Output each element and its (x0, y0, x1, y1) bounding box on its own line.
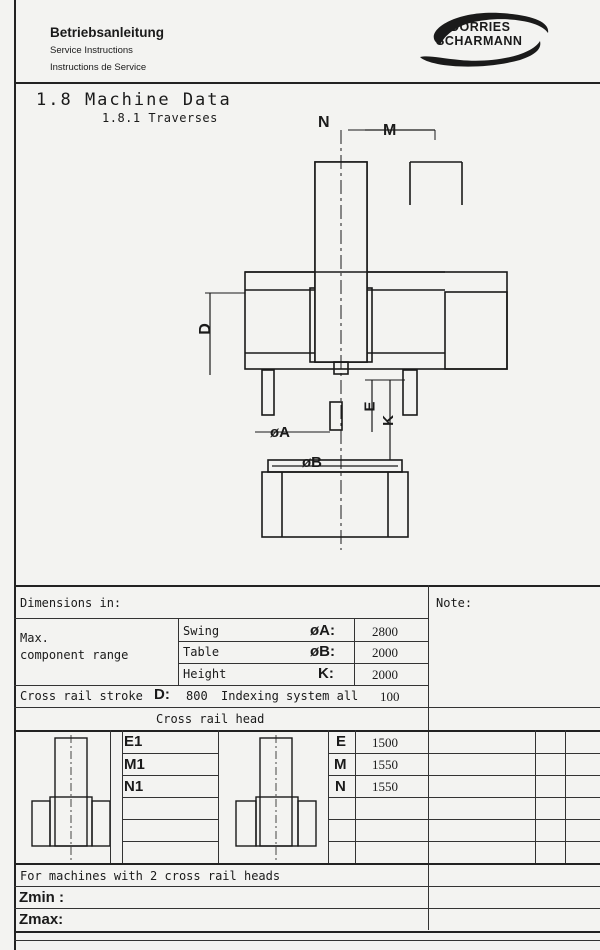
indexing-label: Indexing system all (221, 689, 359, 703)
logo-text-line2: SCHARMANN (436, 34, 523, 48)
swing-label: Swing (183, 624, 220, 638)
section-subtitle: 1.8.1 Traverses (102, 111, 218, 125)
dim-label-k: K (379, 415, 397, 426)
table-bottom-border (14, 931, 600, 933)
lp-divider-4 (122, 819, 218, 820)
height-value: 2000 (372, 667, 398, 682)
two-heads-label: For machines with 2 cross rail heads (20, 869, 281, 883)
zmin-label: Zmin : (19, 889, 64, 906)
param-m: M (334, 756, 347, 773)
height-symbol: K: (318, 665, 334, 682)
header-title-de: Betriebsanleitung (50, 25, 165, 40)
lp-divider-1 (122, 753, 218, 754)
swing-symbol: øA: (310, 622, 335, 639)
row-divider-4 (14, 685, 428, 686)
dim-label-m: M (383, 122, 397, 139)
rp-divider-2 (328, 775, 600, 776)
rp-divider-1 (328, 753, 600, 754)
head-diagram-left (20, 735, 120, 860)
row-divider-2 (178, 641, 428, 642)
swing-value: 2800 (372, 624, 398, 639)
max-range-divider (178, 618, 179, 686)
rp-divider-4 (328, 819, 600, 820)
row-divider-3 (178, 663, 428, 664)
rp-divider-5 (328, 841, 600, 842)
cross-rail-symbol: D: (154, 686, 170, 703)
section-title: 1.8 Machine Data (36, 90, 232, 110)
max-range-label-2: component range (20, 648, 129, 662)
param-n1: N1 (124, 778, 144, 795)
left-value-divider (218, 730, 219, 863)
param-n: N (335, 778, 346, 795)
row-divider-5 (14, 707, 600, 708)
logo-text-line1: DÖRRIES (450, 20, 511, 34)
table-top-border (14, 585, 600, 587)
left-param-divider-2 (122, 730, 123, 863)
param-e: E (336, 733, 347, 750)
param-e-value: 1500 (372, 735, 398, 750)
zmax-label: Zmax: (19, 911, 64, 928)
max-range-label-1: Max. (20, 631, 49, 645)
right-value-divider (355, 730, 356, 863)
cross-rail-label: Cross rail stroke (20, 689, 143, 703)
param-m-value: 1550 (372, 757, 398, 772)
dim-label-a: øA (270, 424, 290, 441)
table-symbol: øB: (310, 643, 335, 660)
header-divider (14, 82, 600, 84)
lp-divider-2 (122, 775, 218, 776)
cross-rail-value: 800 (186, 689, 208, 703)
param-m1: M1 (124, 756, 145, 773)
company-logo: DÖRRIES SCHARMANN (410, 5, 560, 70)
left-param-divider (110, 730, 111, 863)
param-n-value: 1550 (372, 779, 398, 794)
header-title-fr: Instructions de Service (50, 62, 147, 73)
row-divider-1 (14, 618, 428, 619)
dim-label-n: N (318, 114, 330, 131)
machine-diagram: N M D E K øA øB (190, 110, 530, 550)
dim-label-d: D (196, 323, 214, 335)
note-column-divider (428, 585, 429, 930)
row-divider-9 (14, 908, 600, 909)
row-divider-6 (14, 730, 600, 732)
page-left-border (14, 0, 16, 950)
row-divider-7 (14, 863, 600, 865)
row-divider-8 (14, 886, 600, 887)
symbol-divider (354, 618, 355, 686)
table-value: 2000 (372, 645, 398, 660)
lp-divider-5 (122, 841, 218, 842)
head-title: Cross rail head (156, 712, 265, 726)
right-param-divider (328, 730, 329, 863)
note-grid-divider-2 (565, 730, 566, 863)
dim-label-e: E (361, 401, 379, 412)
head-diagram-right (226, 735, 326, 860)
note-label: Note: (436, 596, 473, 610)
rp-divider-3 (328, 797, 600, 798)
note-grid-divider (535, 730, 536, 863)
header-title-en: Service Instructions (50, 45, 133, 56)
param-e1: E1 (124, 733, 143, 750)
lp-divider-3 (122, 797, 218, 798)
dim-label-b: øB (302, 454, 322, 471)
height-label: Height (183, 667, 227, 681)
page-bottom-line (14, 940, 600, 941)
dimensions-label: Dimensions in: (20, 596, 122, 610)
indexing-value: 100 (380, 689, 400, 704)
table-label: Table (183, 645, 220, 659)
